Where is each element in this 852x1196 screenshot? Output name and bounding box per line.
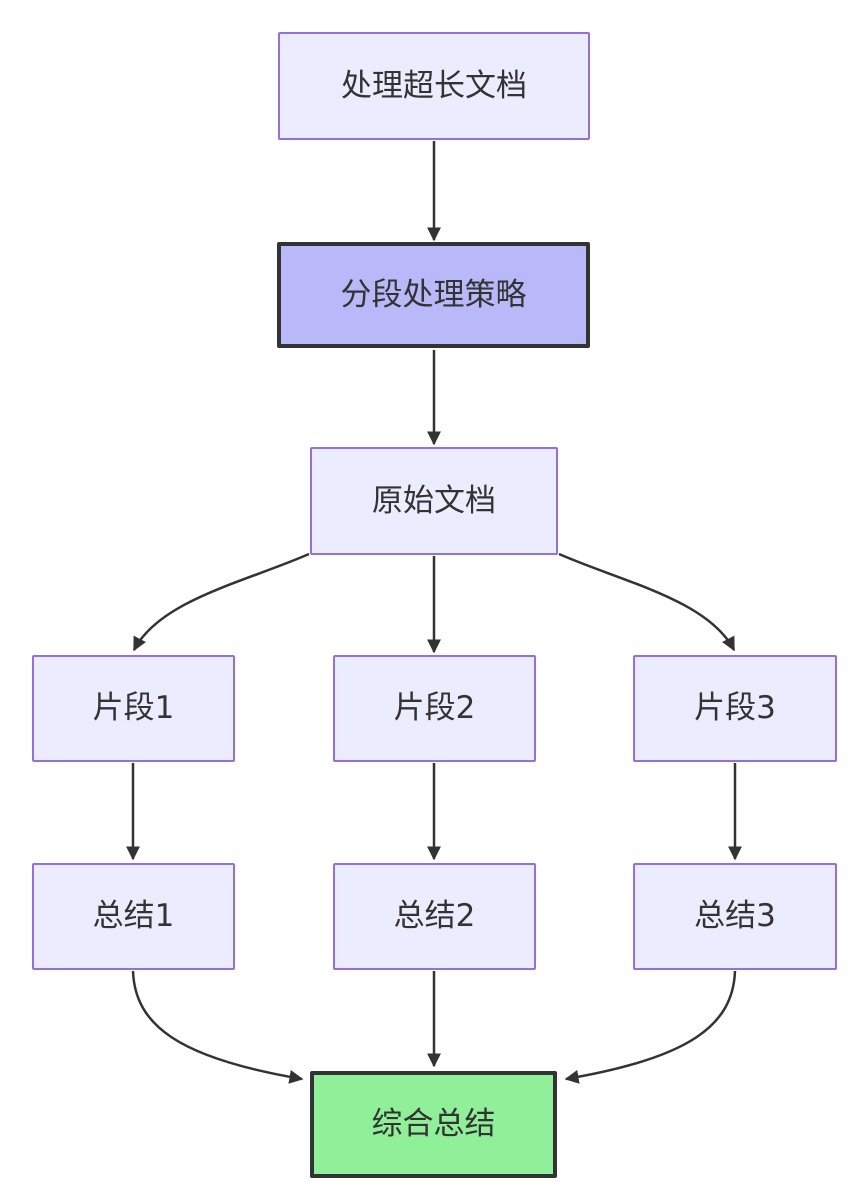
node-fragment-3: 片段3	[633, 655, 837, 762]
node-summary-3: 总结3	[633, 863, 837, 970]
node-label: 片段1	[92, 690, 175, 726]
node-label: 分段处理策略	[340, 276, 527, 313]
node-process-long-document: 处理超长文档	[278, 32, 590, 140]
node-label: 总结1	[92, 898, 175, 934]
edge-sum1-final	[131, 970, 304, 1084]
edge-original-frag1	[132, 552, 310, 652]
node-label: 综合总结	[371, 1106, 496, 1142]
node-summary-1: 总结1	[32, 863, 235, 970]
node-label: 原始文档	[372, 482, 496, 519]
node-label: 总结2	[393, 898, 476, 934]
node-combined-summary: 综合总结	[310, 1071, 557, 1178]
edge-original-frag3	[558, 552, 736, 652]
node-label: 总结3	[694, 898, 776, 934]
node-label: 处理超长文档	[341, 67, 527, 104]
node-summary-2: 总结2	[333, 863, 536, 970]
node-label: 片段2	[393, 690, 476, 726]
node-fragment-2: 片段2	[333, 655, 536, 762]
node-label: 片段3	[694, 690, 776, 726]
node-original-document: 原始文档	[310, 447, 558, 555]
node-fragment-1: 片段1	[32, 655, 235, 762]
edge-sum3-final	[564, 970, 737, 1084]
node-segmentation-strategy: 分段处理策略	[277, 242, 590, 348]
